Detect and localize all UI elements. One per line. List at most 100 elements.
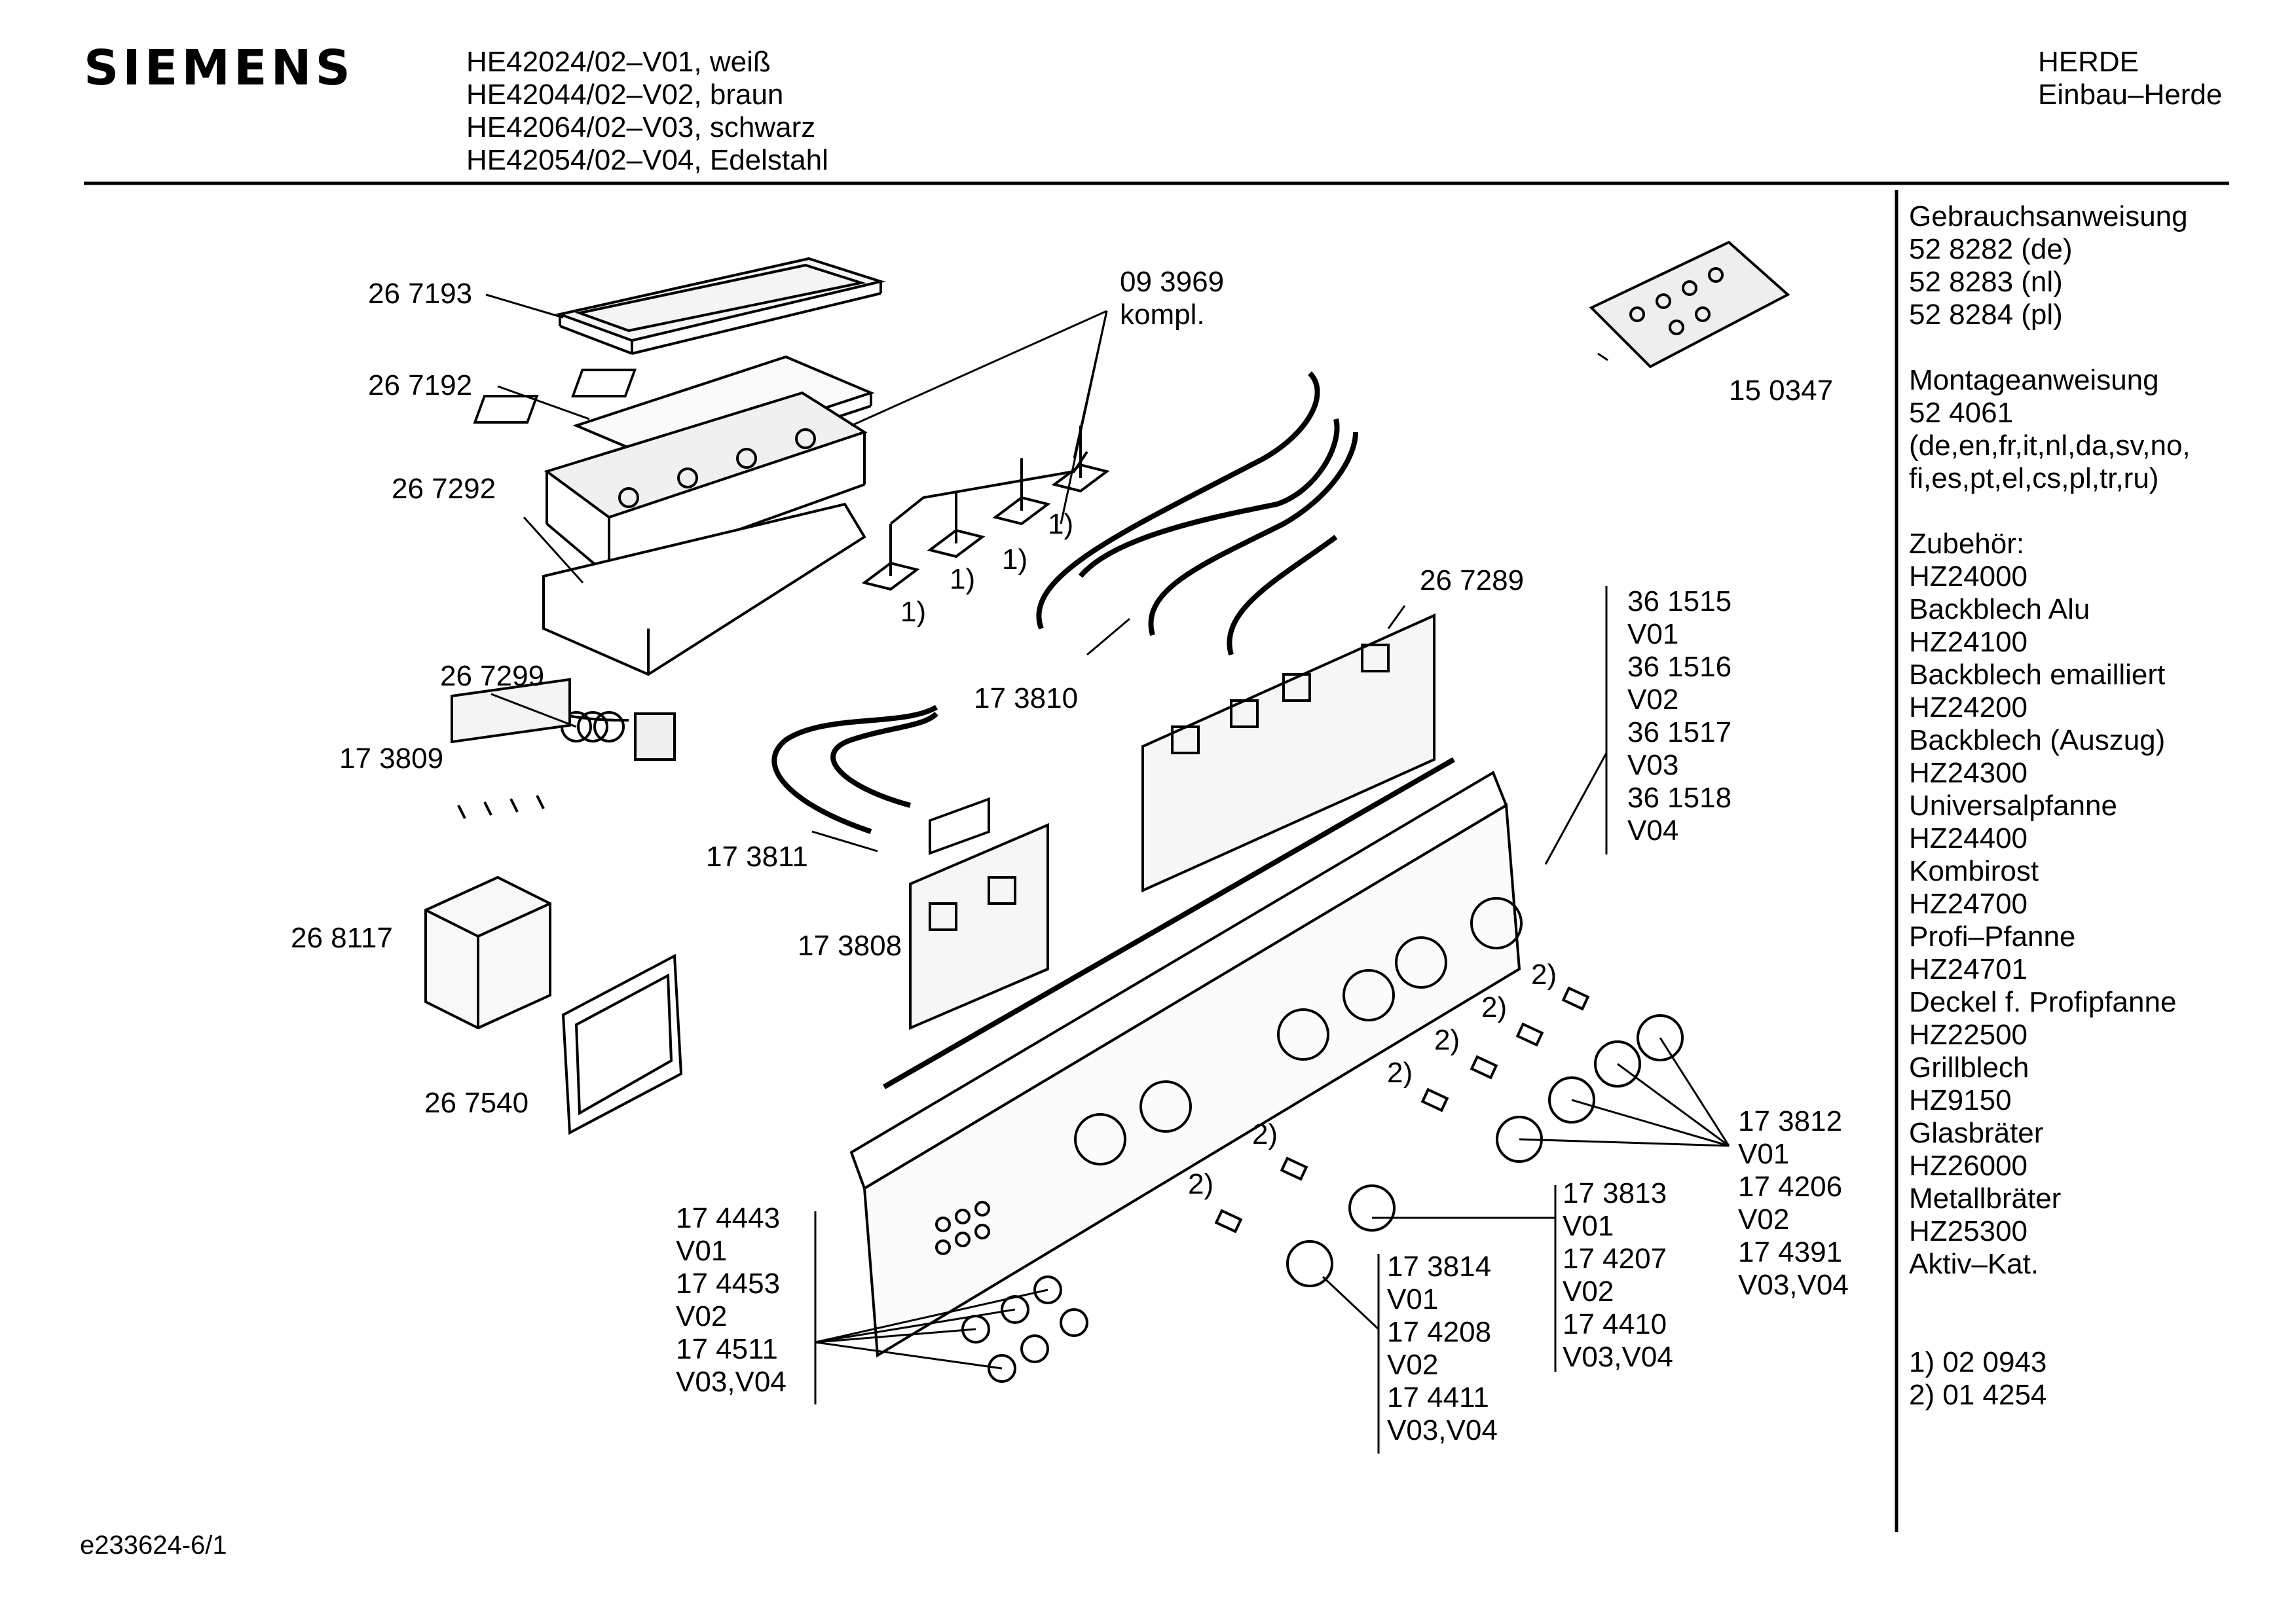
label-line: V01 — [1738, 1138, 1790, 1170]
sidebar-line: Deckel f. Profipfanne — [1909, 986, 2177, 1018]
label-174443: 17 4443 V01 17 4453 V02 17 4511 V03,V04 — [676, 1202, 787, 1399]
label-268117: 26 8117 — [291, 922, 393, 954]
label-173809: 17 3809 — [339, 742, 444, 775]
label-line: 09 3969 — [1120, 266, 1225, 298]
sidebar-line: HZ25300 — [1909, 1215, 2028, 1247]
label-line: 17 4206 — [1738, 1171, 1843, 1203]
model-line: HE42064/02–V03, schwarz — [466, 111, 816, 143]
label-line: V01 — [1627, 618, 1679, 650]
selector-switches-093969 — [861, 426, 1110, 591]
sidebar-line: 2) 01 4254 — [1909, 1379, 2047, 1411]
label-line: 17 4410 — [1563, 1308, 1667, 1340]
label-line: V03,V04 — [1563, 1341, 1673, 1373]
sidebar-line: HZ24000 — [1909, 560, 2028, 593]
wire-harness-173810 — [1036, 371, 1358, 656]
sidebar-line: Montageanweisung — [1909, 364, 2159, 396]
sidebar-line: HZ24300 — [1909, 757, 2028, 789]
thermostat-267299 — [556, 711, 676, 761]
control-panel-361515 — [849, 757, 1523, 1358]
model-list: HE42024/02–V01, weiß HE42044/02–V02, bra… — [466, 46, 828, 177]
label-line: 17 3813 — [1563, 1177, 1667, 1209]
sidebar-line: Backblech (Auszug) — [1909, 724, 2166, 756]
sidebar-doc-list: Gebrauchsanweisung 52 8282 (de) 52 8283 … — [1909, 200, 2191, 1412]
category-line: HERDE — [2038, 46, 2139, 78]
label-150347: 15 0347 — [1729, 375, 1834, 407]
bracket-267540 — [561, 953, 683, 1135]
label-173811: 17 3811 — [706, 841, 808, 873]
sidebar-line: fi,es,pt,el,cs,pl,tr,ru) — [1909, 462, 2159, 494]
label-line: 17 4411 — [1387, 1382, 1489, 1414]
label-line: V04 — [1627, 815, 1679, 847]
label-line: 17 4208 — [1387, 1316, 1492, 1348]
frame-part-267193 — [555, 257, 886, 355]
sidebar-line: Grillblech — [1909, 1052, 2029, 1084]
label-line: 17 4511 — [676, 1333, 778, 1365]
switch-block-267292 — [542, 391, 868, 676]
label-line: 17 4207 — [1563, 1243, 1667, 1275]
label-173812: 17 3812 V01 17 4206 V02 17 4391 V03,V04 — [1738, 1105, 1849, 1302]
sidebar-line: (de,en,fr,it,nl,da,sv,no, — [1909, 430, 2191, 462]
label-line: V03,V04 — [1738, 1269, 1849, 1301]
label-093969: 09 3969 kompl. — [1120, 266, 1224, 331]
siemens-logo: SIEMENS — [84, 40, 354, 96]
sidebar-line: Universalpfanne — [1909, 790, 2117, 822]
label-line: 36 1518 — [1627, 782, 1732, 814]
knobs-174443 — [961, 1275, 1088, 1383]
sidebar-line: Profi–Pfanne — [1909, 921, 2076, 953]
sidebar-line: Backblech Alu — [1909, 593, 2090, 625]
label-line: V01 — [1563, 1210, 1614, 1242]
sidebar-line: 52 8284 (pl) — [1909, 299, 2063, 331]
spacer — [1909, 495, 2191, 528]
sidebar-line: Aktiv–Kat. — [1909, 1248, 2039, 1280]
label-line: 36 1517 — [1627, 716, 1732, 748]
sidebar-line: HZ24701 — [1909, 953, 2028, 985]
label-line: V02 — [1738, 1203, 1790, 1236]
label-173808: 17 3808 — [798, 930, 902, 962]
model-line: HE42054/02–V04, Edelstahl — [466, 144, 828, 176]
label-line: V03,V04 — [676, 1366, 787, 1398]
sidebar-line: HZ26000 — [1909, 1150, 2028, 1182]
knob-173813 — [1348, 1184, 1396, 1232]
label-267192: 26 7192 — [368, 369, 473, 401]
leader-lines — [485, 293, 1730, 1454]
label-line: kompl. — [1120, 299, 1205, 331]
label-line: 17 3812 — [1738, 1105, 1843, 1137]
label-line: V01 — [676, 1235, 728, 1267]
label-173810: 17 3810 — [974, 682, 1079, 714]
label-line: 17 3814 — [1387, 1251, 1492, 1283]
knob-173814 — [1286, 1240, 1333, 1287]
sidebar-line: 52 4061 — [1909, 397, 2014, 429]
label-line: V02 — [1563, 1275, 1614, 1308]
label-173814: 17 3814 V01 17 4208 V02 17 4411 V03,V04 — [1387, 1251, 1498, 1447]
note-1: 1) — [1048, 508, 1074, 540]
sidebar-line: HZ24400 — [1909, 822, 2028, 854]
sidebar-line: HZ24700 — [1909, 888, 2028, 920]
note-2: 2) — [1188, 1168, 1214, 1200]
sidebar-line: Backblech emailliert — [1909, 659, 2166, 691]
spacer — [1909, 1313, 2191, 1346]
label-267299: 26 7299 — [440, 660, 545, 692]
category-line: Einbau–Herde — [2038, 79, 2223, 111]
note-1: 1) — [900, 596, 927, 628]
wire-harness-173811 — [771, 705, 938, 834]
model-line: HE42044/02–V02, braun — [466, 79, 784, 111]
sidebar-line: 1) 02 0943 — [1909, 1346, 2047, 1378]
label-267289: 26 7289 — [1420, 564, 1525, 596]
spacer — [1909, 1281, 2191, 1313]
sidebar-line: HZ22500 — [1909, 1019, 2028, 1051]
label-267540: 26 7540 — [424, 1087, 529, 1119]
label-line: 17 4391 — [1738, 1236, 1843, 1268]
note-1: 1) — [950, 563, 976, 595]
sidebar-line: HZ9150 — [1909, 1084, 2012, 1116]
label-line: 17 4443 — [676, 1202, 781, 1234]
category-block: HERDE Einbau–Herde — [2038, 46, 2222, 111]
rotary-switch-173809 — [451, 678, 571, 819]
note-2: 2) — [1387, 1057, 1413, 1089]
sidebar-line: Zubehör: — [1909, 528, 2025, 560]
sidebar-line: Metallbräter — [1909, 1182, 2062, 1215]
note-1: 1) — [1002, 543, 1028, 576]
sidebar-line: HZ24100 — [1909, 626, 2028, 658]
pcb-267289 — [1141, 613, 1435, 893]
label-173813: 17 3813 V01 17 4207 V02 17 4410 V03,V04 — [1563, 1177, 1673, 1374]
